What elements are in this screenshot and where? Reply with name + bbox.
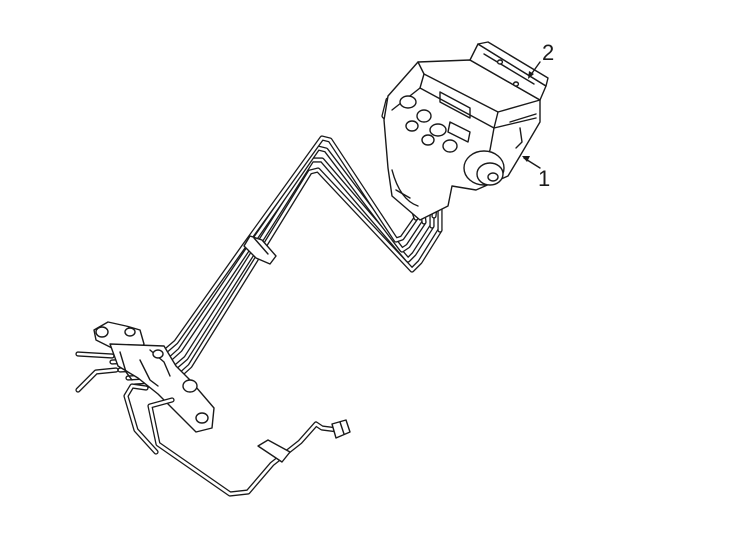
port-boss — [399, 95, 417, 109]
callout-leaders — [522, 61, 541, 169]
hydraulic-unit — [383, 59, 541, 221]
pump-motor — [463, 150, 505, 186]
mounting-bracket — [93, 321, 215, 433]
tube-clip — [243, 235, 277, 265]
tube-end-fitting — [331, 419, 351, 439]
tube-clip-lower — [257, 439, 291, 463]
rear-brake-line — [147, 397, 351, 497]
left-tube-stubs — [75, 351, 159, 455]
callout-2: 2 — [542, 40, 554, 65]
callout-1: 1 — [538, 166, 550, 191]
